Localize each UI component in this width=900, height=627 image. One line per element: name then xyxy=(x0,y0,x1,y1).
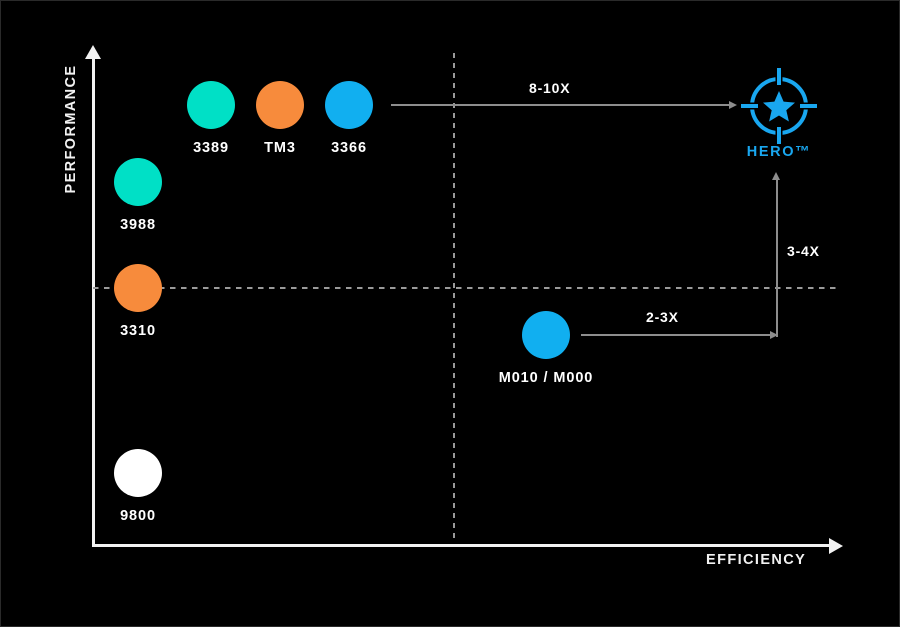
quadrant-divider-horizontal xyxy=(93,287,839,289)
annotation-arrowhead-8-10x xyxy=(729,101,737,109)
y-axis-label: PERFORMANCE xyxy=(63,64,79,194)
hero-label: HERO™ xyxy=(746,144,812,160)
bubble-label-3310: 3310 xyxy=(120,323,156,339)
annotation-line-3-4x xyxy=(776,179,778,337)
bubble-label-3366: 3366 xyxy=(331,140,367,156)
bubble-m010-m000 xyxy=(522,311,570,359)
x-axis-line xyxy=(92,544,833,547)
x-axis-arrowhead-icon xyxy=(829,538,843,554)
annotation-label-2-3x: 2-3X xyxy=(646,309,679,325)
y-axis-arrowhead-icon xyxy=(85,45,101,59)
bubble-3988 xyxy=(114,158,162,206)
annotation-label-3-4x: 3-4X xyxy=(787,243,820,259)
crosshair-target-star-icon xyxy=(741,68,817,144)
annotation-arrowhead-2-3x xyxy=(770,331,778,339)
bubble-label-3389: 3389 xyxy=(193,140,229,156)
annotation-arrowhead-3-4x xyxy=(772,172,780,180)
bubble-label-9800: 9800 xyxy=(120,508,156,524)
bubble-3366 xyxy=(325,81,373,129)
bubble-label-tm3: TM3 xyxy=(264,140,296,156)
annotation-label-8-10x: 8-10X xyxy=(529,80,571,96)
hero-marker: HERO™ xyxy=(739,66,819,160)
bubble-3389 xyxy=(187,81,235,129)
bubble-9800 xyxy=(114,449,162,497)
y-axis-line xyxy=(92,56,95,547)
bubble-tm3 xyxy=(256,81,304,129)
bubble-3310 xyxy=(114,264,162,312)
bubble-label-3988: 3988 xyxy=(120,217,156,233)
x-axis-label: EFFICIENCY xyxy=(706,552,807,568)
quadrant-divider-vertical xyxy=(453,53,455,543)
annotation-line-2-3x xyxy=(581,334,771,336)
bubble-label-m010-m000: M010 / M000 xyxy=(498,370,594,386)
annotation-line-8-10x xyxy=(391,104,730,106)
